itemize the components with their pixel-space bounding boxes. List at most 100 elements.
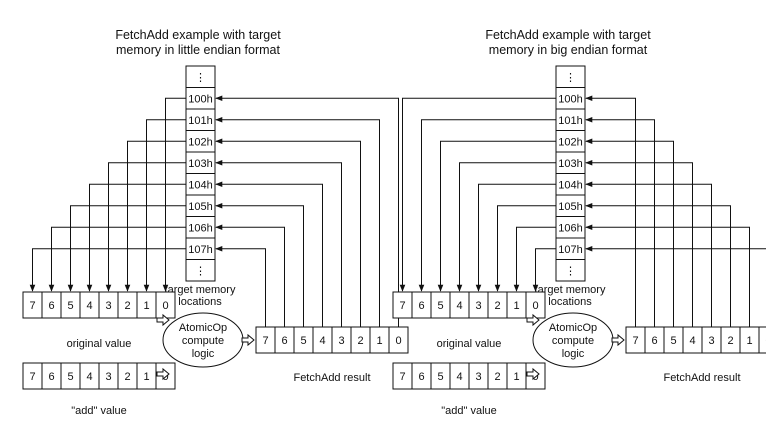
result-to-memory-wire (585, 159, 693, 327)
original-value-byte: 1 (143, 300, 149, 312)
result-to-memory-wire (585, 116, 655, 327)
panel-title-line1: FetchAdd example with target (115, 28, 281, 42)
result-to-memory-wire (215, 245, 266, 327)
fetchadd-result-byte: 6 (651, 335, 657, 347)
memory-address-label: 104h (188, 180, 212, 192)
original-to-logic-arrow (156, 313, 170, 327)
add-value-byte: 2 (124, 371, 130, 383)
original-value-byte: 7 (399, 300, 405, 312)
fetchadd-result-byte: 2 (727, 335, 733, 347)
memory-to-original-wire (162, 97, 186, 292)
memory-address-label: 104h (558, 180, 582, 192)
add-value-caption: "add" value (441, 405, 497, 417)
memory-address-label: 102h (188, 137, 212, 149)
add-to-logic-arrow (156, 367, 170, 381)
original-value-byte: 5 (437, 300, 443, 312)
memory-caption-line2: locations (178, 296, 222, 308)
memory-ellipsis-bottom: ⋮ (565, 266, 576, 278)
logic-label-line1: AtomicOp (179, 322, 227, 334)
add-value-byte: 4 (86, 371, 92, 383)
memory-to-original-wire (67, 205, 186, 292)
memory-to-original-wire (532, 248, 556, 292)
original-value-byte: 4 (86, 300, 92, 312)
original-value-caption: original value (67, 338, 132, 350)
add-value-caption: "add" value (71, 405, 127, 417)
original-value-byte: 3 (105, 300, 111, 312)
fetchadd-result-byte: 3 (338, 335, 344, 347)
memory-address-label: 101h (188, 115, 212, 127)
fetchadd-result-byte: 1 (376, 335, 382, 347)
result-to-memory-wire (215, 95, 399, 327)
result-to-memory-wire (585, 202, 731, 327)
logic-label-line1: AtomicOp (549, 322, 597, 334)
add-value-byte: 4 (456, 371, 462, 383)
memory-address-label: 100h (558, 94, 582, 106)
add-value-byte: 3 (475, 371, 481, 383)
memory-to-original-wire (399, 97, 556, 292)
memory-ellipsis-bottom: ⋮ (195, 266, 206, 278)
add-value-byte: 1 (513, 371, 519, 383)
memory-address-label: 103h (558, 158, 582, 170)
original-to-logic-arrow (526, 313, 540, 327)
fetchadd-result-caption: FetchAdd result (293, 372, 370, 384)
original-value-byte: 6 (48, 300, 54, 312)
memory-to-original-wire (494, 205, 556, 292)
add-value-byte: 7 (399, 371, 405, 383)
memory-to-original-wire (86, 183, 186, 292)
panel-title-line2: memory in big endian format (489, 43, 648, 57)
original-value-byte: 0 (162, 300, 168, 312)
logic-label-line3: logic (562, 348, 585, 360)
memory-address-label: 107h (558, 244, 582, 256)
add-value-byte: 3 (105, 371, 111, 383)
original-value-byte: 3 (475, 300, 481, 312)
add-value-byte: 6 (48, 371, 54, 383)
original-value-byte: 1 (513, 300, 519, 312)
memory-address-label: 106h (558, 223, 582, 235)
result-to-memory-wire (215, 181, 323, 327)
result-to-memory-wire (215, 116, 380, 327)
memory-to-original-wire (513, 226, 556, 292)
memory-address-label: 103h (188, 158, 212, 170)
memory-caption-line1: target memory (535, 284, 606, 296)
result-to-memory-wire (585, 181, 712, 327)
memory-address-label: 101h (558, 115, 582, 127)
panel-title-line1: FetchAdd example with target (485, 28, 651, 42)
logic-label-line2: compute (182, 335, 224, 347)
memory-to-original-wire (437, 140, 556, 292)
memory-to-original-wire (29, 248, 186, 292)
fetchadd-result-byte: 5 (670, 335, 676, 347)
result-to-memory-wire (215, 159, 342, 327)
memory-address-label: 102h (558, 137, 582, 149)
memory-address-label: 105h (188, 201, 212, 213)
logic-to-result-arrow (241, 333, 255, 347)
fetchadd-result-byte: 7 (262, 335, 268, 347)
memory-address-label: 107h (188, 244, 212, 256)
add-value-byte: 5 (67, 371, 73, 383)
memory-ellipsis-top: ⋮ (195, 72, 206, 84)
fetchadd-result-byte: 6 (281, 335, 287, 347)
memory-address-label: 100h (188, 94, 212, 106)
fetchadd-result-register (625, 326, 766, 354)
fetchadd-result-byte: 2 (357, 335, 363, 347)
memory-address-label: 106h (188, 223, 212, 235)
fetchadd-result-byte: 5 (300, 335, 306, 347)
logic-label-line3: logic (192, 348, 215, 360)
memory-to-original-wire (48, 226, 186, 292)
result-to-memory-wire (585, 95, 636, 327)
fetchadd-result-byte: 7 (632, 335, 638, 347)
add-value-byte: 1 (143, 371, 149, 383)
original-value-byte: 0 (532, 300, 538, 312)
memory-to-original-wire (124, 140, 186, 292)
fetchadd-result-byte: 4 (689, 335, 695, 347)
result-to-memory-wire (585, 138, 674, 327)
memory-caption-line2: locations (548, 296, 592, 308)
memory-caption-line1: target memory (165, 284, 236, 296)
add-value-byte: 5 (437, 371, 443, 383)
fetchadd-result-byte: 1 (746, 335, 752, 347)
original-value-byte: 5 (67, 300, 73, 312)
fetchadd-result-byte: 3 (708, 335, 714, 347)
fetchadd-result-caption: FetchAdd result (663, 372, 740, 384)
panel-title-line2: memory in little endian format (116, 43, 280, 57)
result-to-memory-wire (215, 202, 304, 327)
